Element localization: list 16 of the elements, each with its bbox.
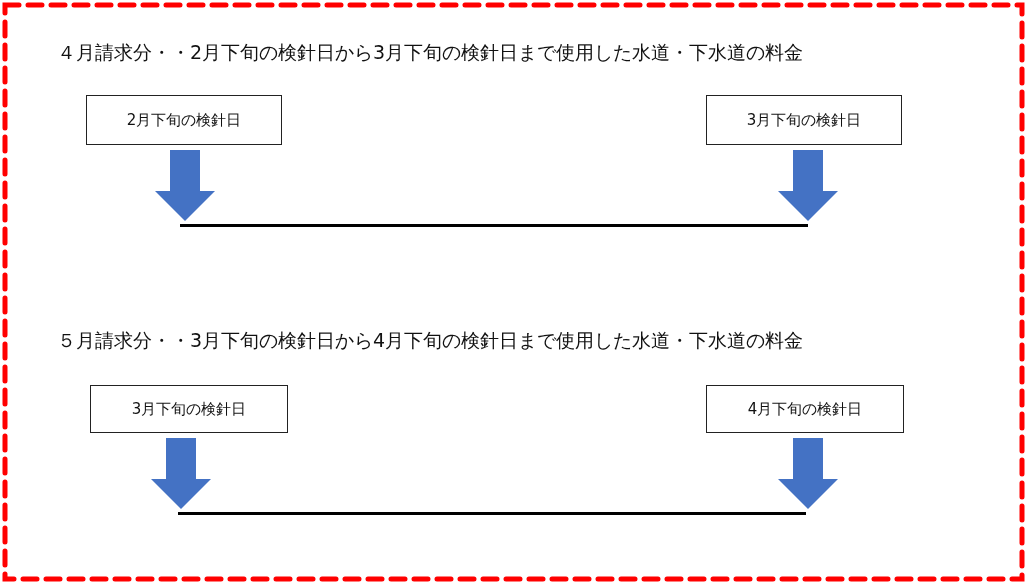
down-arrow [155,150,215,221]
down-arrow [151,438,211,509]
box-label: 4月下旬の検針日 [747,399,863,419]
down-arrow [778,438,838,509]
box-label: 3月下旬の検針日 [131,399,247,419]
timeline-line [180,224,808,227]
date-box [86,95,282,145]
date-box [706,95,902,145]
heading: ４月請求分・・2月下旬の検針日から3月下旬の検針日まで使用した水道・下水道の料金 [57,40,804,65]
timeline-line [178,512,806,515]
date-box [706,385,904,433]
box-label: 3月下旬の検針日 [746,110,862,130]
box-label: 2月下旬の検針日 [126,110,242,130]
heading: ５月請求分・・3月下旬の検針日から4月下旬の検針日まで使用した水道・下水道の料金 [57,328,804,353]
down-arrow [778,150,838,221]
date-box [90,385,288,433]
